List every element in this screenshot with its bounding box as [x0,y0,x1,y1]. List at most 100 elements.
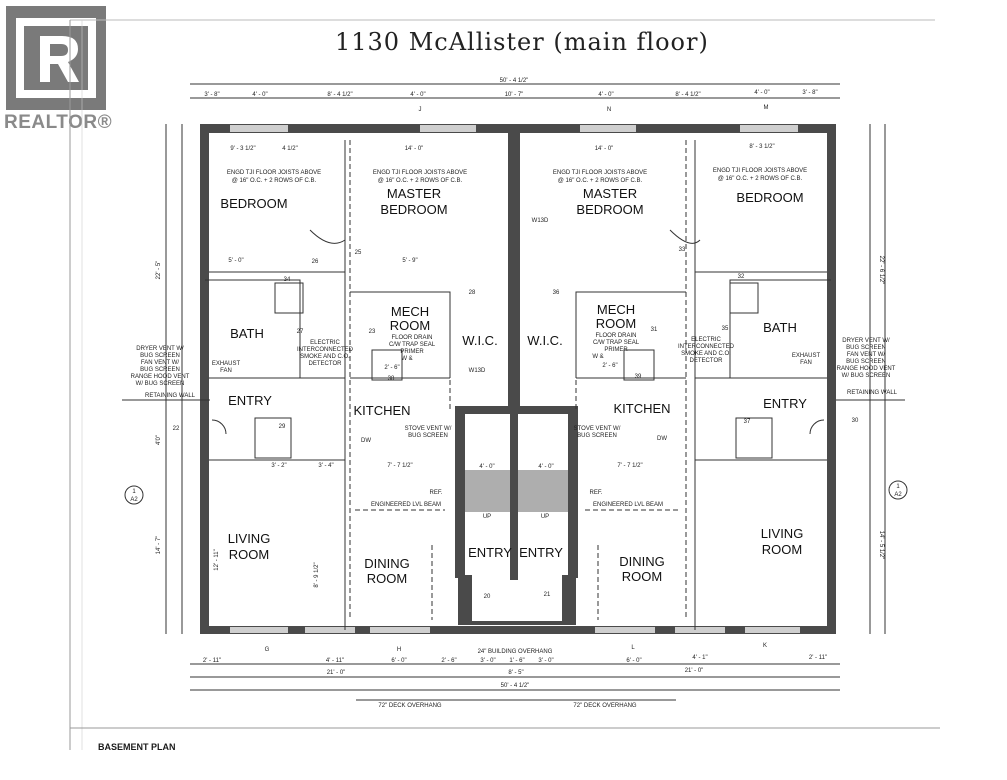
tag-34: 34 [284,277,291,283]
room-wic-left: W.I.C. [462,333,497,348]
note-stove-left-2: BUG SCREEN [408,433,448,439]
note-smoke-left-4: DETECTOR [309,361,343,367]
dim-top-7: 8' - 4 1/2" [675,92,700,98]
note-stove-left-1: STOVE VENT W/ [405,426,452,432]
room-master-right-1: MASTER [583,186,637,201]
dim-bot-2: 4' - 11" [326,658,344,664]
dim-wall-e-right: 7' - 7 1/2" [617,463,642,469]
dim-bot-5: 3' - 0" [480,658,495,664]
dim-wall-f: 8' - 9 1/2" [314,562,320,587]
note-joists-spec-mid-right: @ 16" O.C. + 2 ROWS OF C.B. [558,178,643,184]
grid-mark-j: J [419,107,422,113]
section-marker-left-icon [124,485,144,505]
tag-36: 36 [553,290,560,296]
tag-29: 29 [279,424,286,430]
tag-25: 25 [355,250,362,256]
dim-bot-3: 6' - 0" [391,658,406,664]
interior-partitions [205,140,831,630]
dim-wall-b: 5' - 9" [402,258,417,264]
note-exhaust-right-2: FAN [800,360,812,366]
dim-right-2: 14' - 5 1/2" [878,531,884,560]
note-smoke-right-3: SMOKE AND C.O. [681,351,731,357]
tag-31: 31 [651,327,658,333]
dim-left-2: 14' - 7" [156,536,162,555]
dim-bot-7: 3' - 0" [538,658,553,664]
stair-shading-left [465,470,510,512]
dim-top-2: 4' - 0" [252,92,267,98]
section-right-sheet: A2 [894,492,902,498]
note-smoke-left-3: SMOKE AND C.O. [300,354,350,360]
note-beam-left: ENGINEERED LVL BEAM [371,502,441,508]
note-hood-right-2: W/ BUG SCREEN [842,373,891,379]
note-joists-mid-right: ENGD TJI FLOOR JOISTS ABOVE [553,170,647,176]
dim-bot-1: 2' - 11" [203,658,221,664]
note-fanvent-right-2: BUG SCREEN [846,359,886,365]
note-wd-right: W & [592,354,603,360]
room-master-right-2: BEDROOM [576,202,643,217]
dim-wall-g: 12' - 11" [214,549,220,571]
plan-title: 1130 McAllister (main floor) [335,28,709,56]
dim-wall-c: 5' - 0" [228,258,243,264]
tag-35: 35 [722,326,729,332]
note-smoke-left-2: INTERCONNECTED [297,347,354,353]
note-dw-left: DW [361,438,371,444]
grid-mark-g: G [265,647,270,653]
note-ref-right: REF. [589,490,602,496]
realtor-logo-icon [6,6,106,110]
note-beam-right: ENGINEERED LVL BEAM [593,502,663,508]
room-entry-center-left: ENTRY [468,545,512,560]
dim-wall-h: 4' - 0" [479,464,494,470]
note-dryer-right-2: BUG SCREEN [846,345,886,351]
dim-bot-8: 6' - 0" [626,658,641,664]
room-bath-left: BATH [230,326,264,341]
grid-mark-m: M [764,105,769,111]
room-mech-right-1: MECH [597,302,635,317]
section-left-sheet: A2 [130,497,138,503]
tag-32: 32 [738,274,745,280]
section-left-number: 1 [132,489,136,495]
note-exhaust-right-1: EXHAUST [792,353,821,359]
room-entry-right: ENTRY [763,396,807,411]
realtor-logo-text: REALTOR® [4,112,113,133]
note-smoke-right-2: INTERCONNECTED [678,344,735,350]
dim-bot-9: 4' - 1" [692,655,707,661]
note-joists-spec-right: @ 16" O.C. + 2 ROWS OF C.B. [718,176,803,182]
note-dryer-right-1: DRYER VENT W/ [842,338,890,344]
note-joists-spec-mid-left: @ 16" O.C. + 2 ROWS OF C.B. [378,178,463,184]
dim-wall-i: 3' - 4" [318,463,333,469]
dim-top-1: 3' - 8" [204,92,219,98]
dimension-lines [122,83,905,701]
exterior-walls [200,124,836,634]
tag-20: 20 [484,594,491,600]
note-up-right: UP [541,514,549,520]
dim-top-9: 3' - 8" [802,90,817,96]
tag-38: 38 [388,376,395,382]
room-living-left-1: LIVING [228,531,271,546]
dim-bed-w-right: 8' - 3 1/2" [749,144,774,150]
room-dining-left-1: DINING [364,556,410,571]
tag-37: 37 [744,419,751,425]
tag-33: 33 [679,247,686,253]
note-fanvent-left-2: BUG SCREEN [140,367,180,373]
dim-top-3: 8' - 4 1/2" [327,92,352,98]
room-mech-left-1: MECH [391,304,429,319]
dim-left-1: 22' - 5" [156,261,162,280]
note-fanvent-right-1: FAN VENT W/ [847,352,886,358]
room-living-right-2: ROOM [762,542,802,557]
note-smoke-left-1: ELECTRIC [310,340,340,346]
dim-bot-6: 1' - 6" [509,658,524,664]
dim-wall-j-right: 2' - 6" [602,363,617,369]
room-dining-left-2: ROOM [367,571,407,586]
tag-21: 21 [544,592,551,598]
note-floor-drain-left-1: FLOOR DRAIN [391,335,432,341]
note-joists-right: ENGD TJI FLOOR JOISTS ABOVE [713,168,807,174]
dim-wall-j: 2' - 6" [384,365,399,371]
note-dryer-left-2: BUG SCREEN [140,353,180,359]
note-w13d-left: W13D [469,368,486,374]
room-bedroom-right: BEDROOM [736,190,803,205]
door-swing-icons [211,229,825,435]
grid-mark-l: L [631,645,635,651]
room-kitchen-left: KITCHEN [353,403,410,418]
note-floor-drain-left-2: C/W TRAP SEAL [389,342,436,348]
section-marker-right-icon [888,480,908,500]
